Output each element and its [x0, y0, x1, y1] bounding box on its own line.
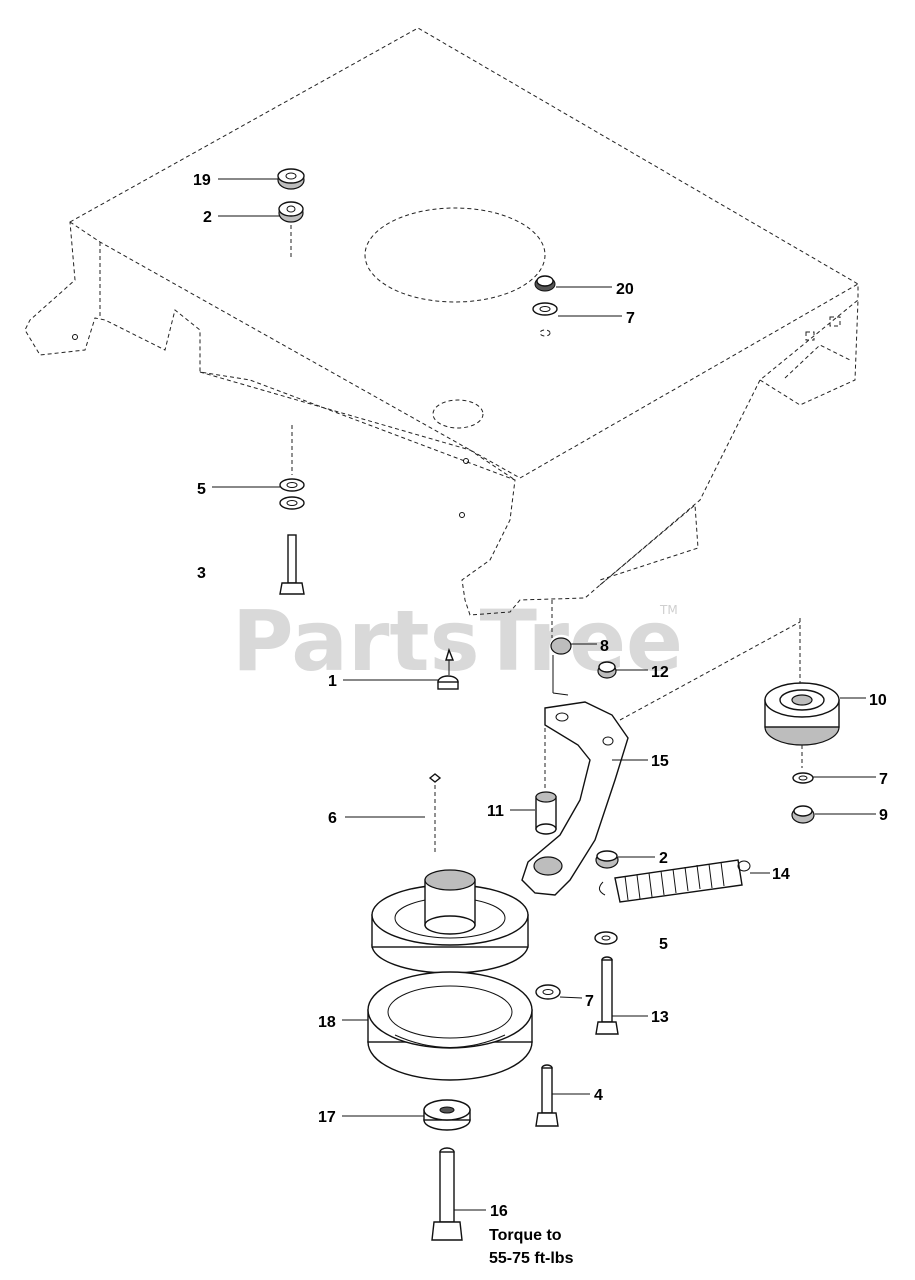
part-1-clip: [437, 647, 459, 690]
callout-19: 19: [193, 172, 211, 189]
callout-5-lower: 5: [659, 936, 668, 953]
callout-12: 12: [651, 664, 669, 681]
callout-labels: 19 2 20 7 5 3 8 12 1 10 15 7 6 11 9 2 14…: [193, 172, 888, 1220]
part-12-nut: [597, 661, 617, 679]
part-7-washer-lower: [535, 984, 561, 1000]
callout-18: 18: [318, 1014, 336, 1031]
part-18-lower-pulley: [367, 971, 533, 1081]
callout-8: 8: [600, 638, 609, 655]
watermark-trademark: TM: [659, 603, 678, 617]
torque-note-line2: 55-75 ft-lbs: [489, 1250, 574, 1267]
callout-17: 17: [318, 1109, 336, 1126]
part-4-bolt: [535, 1064, 559, 1127]
part-8-bushing: [550, 600, 572, 696]
callout-3: 3: [197, 565, 206, 582]
part-7-washer-upper: [532, 302, 558, 337]
part-14-spring: [599, 859, 751, 903]
callout-9: 9: [879, 807, 888, 824]
callout-6: 6: [328, 810, 337, 827]
callout-15: 15: [651, 753, 669, 770]
part-10-idler-pulley: [764, 682, 840, 746]
callout-5-upper: 5: [197, 481, 206, 498]
callout-11: 11: [487, 803, 504, 820]
callout-7-pulley: 7: [879, 771, 888, 788]
part-17-washer: [423, 1099, 471, 1131]
part-5-washers-upper: [279, 425, 305, 510]
callout-14: 14: [772, 866, 790, 883]
callout-7-lower: 7: [585, 993, 594, 1010]
part-3-bolt: [279, 534, 305, 595]
part-6-key: [428, 773, 442, 852]
part-11-spacer: [535, 791, 557, 835]
callout-4: 4: [594, 1087, 603, 1104]
leader-lines: [212, 178, 876, 1211]
callout-13: 13: [651, 1009, 669, 1026]
deck-small-opening: [432, 399, 484, 429]
part-9-nut: [791, 805, 815, 824]
part-2-nut-lower: [595, 850, 619, 869]
part-20-nut: [534, 275, 556, 292]
callout-2-lower: 2: [659, 850, 668, 867]
part-7-washer-pulley: [792, 745, 814, 784]
callout-7-upper: 7: [626, 310, 635, 327]
callout-1: 1: [328, 673, 337, 690]
part-19-nut: [277, 168, 305, 190]
callout-20: 20: [616, 281, 634, 298]
deck-plate: [24, 27, 859, 616]
callout-2-upper: 2: [203, 209, 212, 226]
callout-10: 10: [869, 692, 887, 709]
part-6-upper-pulley: [371, 869, 529, 974]
deck-center-opening: [364, 207, 546, 303]
alignment-line: [619, 621, 801, 721]
part-15-idler-arm: [521, 701, 629, 896]
part-2-nut-upper: [278, 201, 304, 258]
watermark: PartsTree: [232, 592, 683, 690]
part-13-bolt: [595, 956, 619, 1035]
callout-16: 16: [490, 1203, 508, 1220]
torque-note-line1: Torque to: [489, 1227, 562, 1244]
part-16-bolt: [431, 1147, 463, 1241]
part-5-washer-lower: [594, 931, 618, 945]
